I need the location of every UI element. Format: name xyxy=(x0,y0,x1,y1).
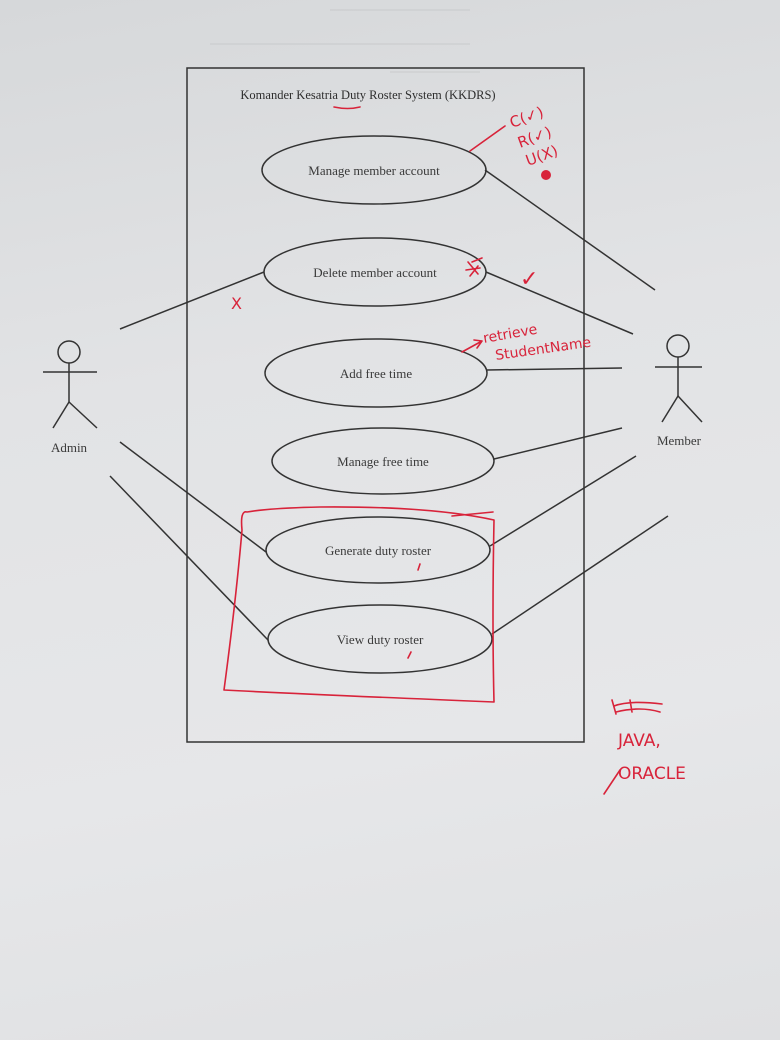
pen-mark-2 xyxy=(407,651,412,659)
use-case-label: Add free time xyxy=(340,366,412,381)
association-member-manage-account xyxy=(484,169,656,291)
association-member-view xyxy=(491,515,669,635)
title-underline xyxy=(333,106,361,110)
delete-check: ✓ xyxy=(520,267,538,292)
tech-underline xyxy=(603,769,621,795)
struck-word xyxy=(611,699,663,715)
use-case-manage-member-account[interactable]: Manage member account xyxy=(261,135,487,205)
system-boundary xyxy=(186,67,585,743)
actor-admin-label: Admin xyxy=(51,440,88,455)
red-annotations: C(✓) R(✓) U(X) ✓ X retrieve StudentName … xyxy=(223,103,686,795)
use-case-add-free-time[interactable]: Add free time xyxy=(264,338,488,408)
system-title: Komander Kesatria Duty Roster System (KK… xyxy=(240,88,495,102)
association-member-add-free-time xyxy=(486,367,623,371)
crud-pointer xyxy=(469,125,506,152)
association-admin-delete xyxy=(119,271,265,330)
association-member-manage-free-time xyxy=(493,427,623,460)
association-member-generate xyxy=(489,455,637,547)
tech-line1: JAVA, xyxy=(617,731,661,751)
pen-mark-1 xyxy=(417,563,421,571)
association-member-delete xyxy=(485,271,634,335)
retrieve-arrow xyxy=(461,339,483,353)
ink-dot xyxy=(541,170,551,180)
actor-admin[interactable]: Admin xyxy=(43,340,98,455)
use-case-label: Manage free time xyxy=(337,454,429,469)
use-case-manage-free-time[interactable]: Manage free time xyxy=(271,427,495,495)
bleed-through xyxy=(210,9,480,73)
association-admin-generate xyxy=(119,441,267,553)
scribble-mark xyxy=(465,257,483,277)
tech-line2: ORACLE xyxy=(618,764,686,784)
highlight-box xyxy=(223,506,495,703)
association-admin-view xyxy=(109,475,269,641)
actor-member-label: Member xyxy=(657,433,702,448)
admin-cross: X xyxy=(231,294,242,313)
highlight-box-tick xyxy=(451,511,494,517)
use-case-generate-duty-roster[interactable]: Generate duty roster xyxy=(265,516,491,584)
use-case-label: Delete member account xyxy=(313,265,437,280)
use-case-delete-member-account[interactable]: Delete member account xyxy=(263,237,487,307)
use-case-label: View duty roster xyxy=(337,632,424,647)
use-case-label: Manage member account xyxy=(308,163,440,178)
use-case-label: Generate duty roster xyxy=(325,543,432,558)
use-case-view-duty-roster[interactable]: View duty roster xyxy=(267,604,493,674)
actor-member[interactable]: Member xyxy=(655,334,703,448)
